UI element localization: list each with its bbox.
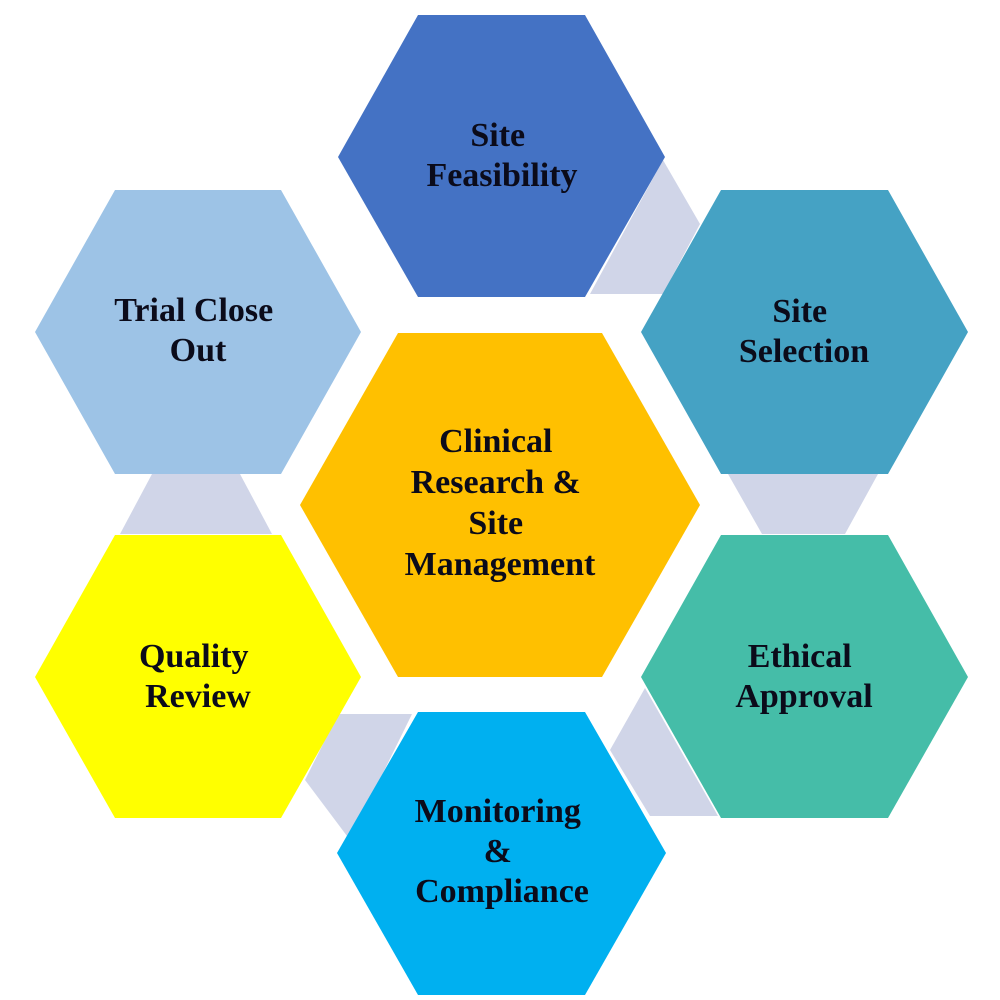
center-label: Clinical Research & Site Management <box>405 423 596 583</box>
hexagon-ethical-approval: Ethical Approval <box>641 535 968 818</box>
hexagon-site-selection: Site Selection <box>641 190 968 474</box>
site-feasibility-label: Site Feasibility <box>426 117 577 194</box>
monitoring-compliance-label: Monitoring & Compliance <box>415 793 590 910</box>
hexagon-center-shape <box>300 333 700 677</box>
hexagon-site-feasibility-shape <box>338 15 665 297</box>
site-selection-label: Site Selection <box>739 293 869 370</box>
connector-monitoring-quality <box>305 714 412 840</box>
hexagon-monitoring-compliance: Monitoring & Compliance <box>337 712 666 995</box>
hexagon-site-selection-shape <box>641 190 968 474</box>
hexagon-clinical-research: Clinical Research & Site Management <box>300 333 700 677</box>
trial-close-out-label: Trial Close Out <box>114 292 281 369</box>
connector-selection-ethical <box>728 474 878 534</box>
connector-feasibility-selection <box>590 160 700 294</box>
hexagon-trial-close-out-shape <box>35 190 361 474</box>
hexagon-site-feasibility: Site Feasibility <box>338 15 665 297</box>
hexagon-trial-close-out: Trial Close Out <box>35 190 361 474</box>
connector-quality-trialcloseout <box>120 474 272 534</box>
quality-review-label: Quality Review <box>139 638 257 715</box>
connector-ethical-monitoring <box>610 688 718 816</box>
hexagon-quality-review: Quality Review <box>35 535 361 818</box>
hexagon-monitoring-compliance-shape <box>337 712 666 995</box>
hexagon-ethical-approval-shape <box>641 535 968 818</box>
hexagon-quality-review-shape <box>35 535 361 818</box>
ethical-approval-label: Ethical Approval <box>735 638 872 715</box>
